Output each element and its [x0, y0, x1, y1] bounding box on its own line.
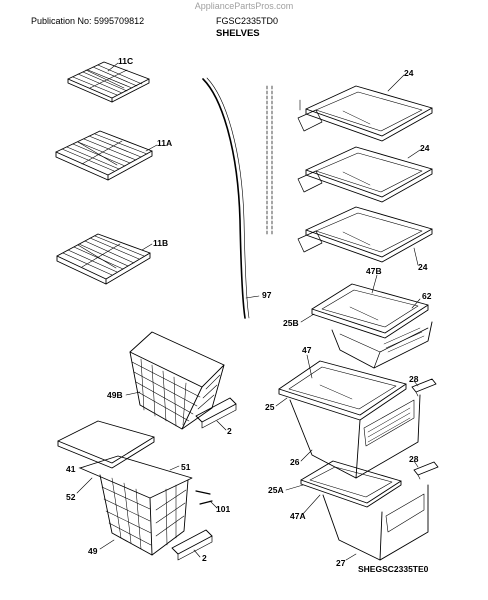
wire-shelf-11c — [67, 61, 150, 103]
drawer-26 — [289, 394, 421, 479]
label-97: 97 — [262, 290, 272, 300]
trim-strip-97 — [202, 77, 250, 319]
drawer-27 — [322, 484, 429, 561]
crisper-cover-47b — [311, 283, 429, 339]
wire-shelf-11b — [56, 233, 151, 285]
label-41: 41 — [66, 464, 76, 474]
label-24-top: 24 — [404, 68, 414, 78]
label-51: 51 — [181, 462, 191, 472]
callout-labels: 11C 11A 11B 97 24 24 24 47B 62 25B 47 28… — [66, 56, 432, 574]
publication-number: Publication No: 5995709812 — [31, 16, 145, 26]
label-101: 101 — [216, 504, 230, 514]
label-28-lower: 28 — [409, 454, 419, 464]
basket-shelf-41 — [57, 420, 155, 469]
label-27: 27 — [336, 558, 346, 568]
wire-basket-49 — [99, 474, 189, 556]
glass-shelf-24-top — [297, 85, 433, 142]
label-28-upper: 28 — [409, 374, 419, 384]
label-11c: 11C — [118, 56, 133, 66]
label-62: 62 — [422, 291, 432, 301]
glass-shelf-24-middle — [297, 146, 433, 203]
label-11b: 11B — [153, 238, 168, 248]
crisper-pan-62 — [331, 321, 433, 369]
leader-lines — [76, 62, 421, 561]
label-47a: 47A — [290, 511, 306, 521]
label-47: 47 — [302, 345, 312, 355]
liner-rail — [266, 85, 273, 237]
clip-28-upper — [411, 378, 437, 397]
label-47b: 47B — [366, 266, 382, 276]
label-2-upper: 2 — [227, 426, 232, 436]
label-49b: 49B — [107, 390, 123, 400]
wire-shelf-11a — [55, 130, 153, 181]
label-26: 26 — [290, 457, 300, 467]
art-code: SHEGSC2335TE0 — [358, 564, 429, 574]
label-25a: 25A — [268, 485, 284, 495]
label-25: 25 — [265, 402, 275, 412]
crisper-cover-47 — [278, 360, 407, 421]
screw-101 — [195, 490, 213, 505]
glass-shelf-24-bottom — [297, 206, 433, 263]
label-49: 49 — [88, 546, 98, 556]
wire-basket-49b — [129, 331, 225, 430]
label-24-bottom: 24 — [418, 262, 428, 272]
model-number: FGSC2335TD0 — [216, 16, 279, 26]
section-title: SHELVES — [216, 28, 260, 39]
crisper-cover-47a — [300, 460, 402, 508]
label-25b: 25B — [283, 318, 299, 328]
basket-frame-52 — [79, 455, 193, 499]
label-11a: 11A — [157, 138, 172, 148]
label-24-middle: 24 — [420, 143, 430, 153]
basket-rail-2-upper — [195, 397, 237, 429]
label-2-lower: 2 — [202, 553, 207, 563]
label-52: 52 — [66, 492, 76, 502]
watermark: AppliancePartsPros.com — [194, 1, 294, 11]
clip-28-lower — [413, 461, 439, 480]
